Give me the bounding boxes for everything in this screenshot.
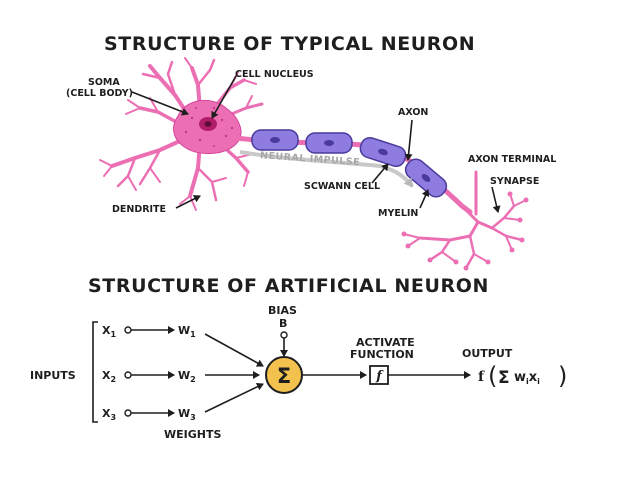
soma-label-line2: (CELL BODY) xyxy=(66,88,133,99)
summation-symbol: Σ xyxy=(277,364,291,388)
output-f: f xyxy=(478,369,485,385)
scwann-cell-leader-line xyxy=(371,163,389,184)
activation-function-symbol: f xyxy=(375,369,384,384)
bias-symbol: B xyxy=(279,317,287,330)
myelin-label: MYELIN xyxy=(378,208,418,219)
x2-label: X2 xyxy=(102,369,116,384)
inputs-bracket xyxy=(92,321,98,423)
dendrite-label: DENDRITE xyxy=(112,204,166,215)
inputs-label: INPUTS xyxy=(30,369,76,382)
w2-label: W2 xyxy=(178,369,196,384)
cell-nucleus-leader-line xyxy=(211,75,237,119)
output-sum-symbol: Σ xyxy=(498,368,510,388)
myelin-segment-4 xyxy=(404,158,448,198)
w3-to-sum-arrow xyxy=(204,383,264,413)
artificial-neuron-title: STRUCTURE OF ARTIFICIAL NEURON xyxy=(88,275,489,297)
cell-nucleus-label: CELL NUCLEUS xyxy=(235,69,314,80)
x2-node xyxy=(124,371,132,379)
output-w: wixi xyxy=(514,370,540,386)
x3-label: X3 xyxy=(102,407,116,422)
neural-impulse-arrow xyxy=(239,150,414,188)
output-open-paren: ( xyxy=(488,362,497,390)
soma-leader-line xyxy=(131,91,189,116)
input-row-3: X3 W3 xyxy=(102,407,196,422)
output-label: OUTPUT xyxy=(462,347,513,360)
soma-speckles xyxy=(184,106,234,147)
synapse-label: SYNAPSE xyxy=(490,176,539,187)
soma-label-line1: SOMA xyxy=(88,77,120,88)
axon-terminal-branches xyxy=(403,170,527,270)
axon-leader-line xyxy=(404,119,413,161)
w1-to-sum-arrow xyxy=(204,333,264,367)
bias-node xyxy=(280,331,288,339)
activate-label-line1: ACTIVATE xyxy=(356,336,415,349)
myelin-segment-1 xyxy=(251,129,299,151)
output-formula: f ( Σ wixi ) xyxy=(478,362,567,390)
dendrite-tree xyxy=(99,57,264,211)
bias-label: BIAS xyxy=(268,304,297,317)
input-row-1: X1 W1 xyxy=(102,324,196,339)
nucleolus xyxy=(204,121,212,127)
myelin-leader-line xyxy=(419,189,430,209)
axon-terminal-label: AXON TERMINAL xyxy=(468,154,556,165)
w1-label: W1 xyxy=(178,324,196,339)
axon-label: AXON xyxy=(398,107,428,118)
synapse-knobs xyxy=(401,191,529,271)
x1-node xyxy=(124,326,132,334)
myelin-sheaths xyxy=(251,129,448,198)
weights-label: WEIGHTS xyxy=(164,428,221,441)
scwann-cell-label: SCWANN CELL xyxy=(304,181,380,192)
x3-node xyxy=(124,409,132,417)
output-close-paren: ) xyxy=(558,362,567,390)
activate-label-line2: FUNCTION xyxy=(350,348,414,361)
input-row-2: X2 W2 xyxy=(102,369,196,384)
dendrite-leader-line xyxy=(175,195,201,209)
w3-label: W3 xyxy=(178,407,196,422)
biological-neuron-title: STRUCTURE OF TYPICAL NEURON xyxy=(104,33,475,55)
synapse-leader-line xyxy=(491,186,501,213)
myelin-segment-2 xyxy=(305,132,353,154)
x1-label: X1 xyxy=(102,324,116,339)
